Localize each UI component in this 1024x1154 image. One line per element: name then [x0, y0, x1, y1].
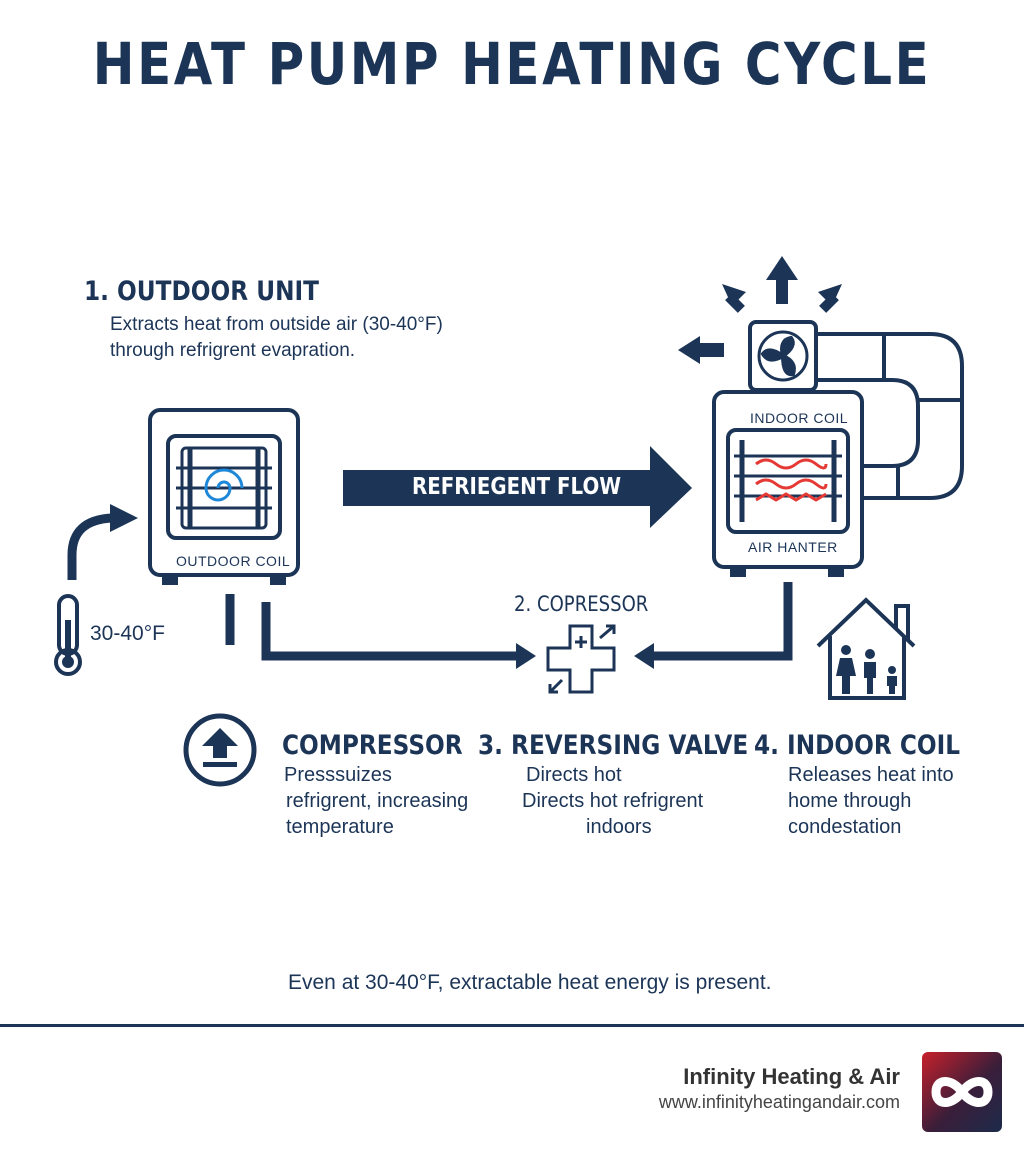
company-logo: [922, 1052, 1002, 1132]
duct-pipe-icon: [818, 332, 964, 500]
outdoor-to-compressor-line: [225, 594, 520, 661]
reversing-valve-line2: Directs hot refrigrent: [522, 790, 704, 812]
compressor-step-line1: Presssuizes: [284, 764, 392, 786]
refrigerant-flow-label: REFRIEGENT FLOW: [412, 474, 622, 500]
compressor-step-heading: COMPRESSOR: [282, 730, 463, 761]
arrow-from-indoor: [634, 643, 654, 669]
reversing-valve-line1: Directs hot: [526, 764, 622, 786]
company-info: Infinity Heating & Air www.infinityheati…: [659, 1064, 900, 1113]
indoor-to-compressor-line: [650, 582, 793, 661]
outdoor-coil-label: OUTDOOR COIL: [176, 553, 291, 569]
thermometer-icon: [54, 594, 82, 676]
compressor-node-label: 2. COPRESSOR: [514, 592, 649, 616]
upload-icon: [183, 713, 257, 787]
arrow-into-compressor: [516, 643, 536, 669]
page-title: HEAT PUMP HEATING CYCLE: [92, 30, 932, 98]
curved-arrow-icon: [67, 504, 138, 580]
reversing-valve-heading: 3. REVERSING VALVE: [478, 730, 749, 761]
reversing-valve-line3: indoors: [586, 816, 652, 838]
swirl-icon: [204, 468, 244, 502]
thermometer-temp-label: 30-40°F: [90, 622, 165, 645]
air-handler-label: AIR HANTER: [748, 539, 838, 555]
airflow-arrows-icon: [678, 256, 842, 364]
indoor-coil-step-line3: condestation: [788, 816, 902, 838]
indoor-coil-step-line2: home through: [788, 790, 912, 812]
company-url[interactable]: www.infinityheatingandair.com: [658, 1092, 900, 1112]
company-name: Infinity Heating & Air: [683, 1064, 900, 1089]
compressor-step-line2: refrigrent, increasing: [286, 790, 469, 812]
indoor-coil-step-line1: Releases heat into: [788, 764, 954, 786]
cycle-diagram: [54, 256, 964, 787]
indoor-coil-label: INDOOR COIL: [750, 410, 849, 426]
house-icon: [816, 597, 916, 700]
refrigerant-flow-arrow: [343, 446, 692, 528]
compressor-icon: [546, 624, 616, 694]
outdoor-unit-icon: [148, 408, 300, 585]
indoor-coil-step-heading: 4. INDOOR COIL: [754, 730, 961, 761]
fan-icon: [748, 320, 818, 392]
outdoor-unit-desc-line2: through refrigrent evapration.: [110, 340, 356, 361]
outdoor-unit-desc-line1: Extracts heat from outside air (30-40°F): [110, 314, 443, 335]
compressor-step-line3: temperature: [286, 816, 394, 838]
footer-divider: [0, 1024, 1024, 1027]
heat-wave-icon: [755, 458, 828, 502]
outdoor-unit-heading: 1. OUTDOOR UNIT: [84, 276, 319, 307]
family-icon: [836, 645, 897, 694]
bottom-note: Even at 30-40°F, extractable heat energy…: [288, 971, 772, 994]
infinity-icon: [931, 1077, 993, 1107]
